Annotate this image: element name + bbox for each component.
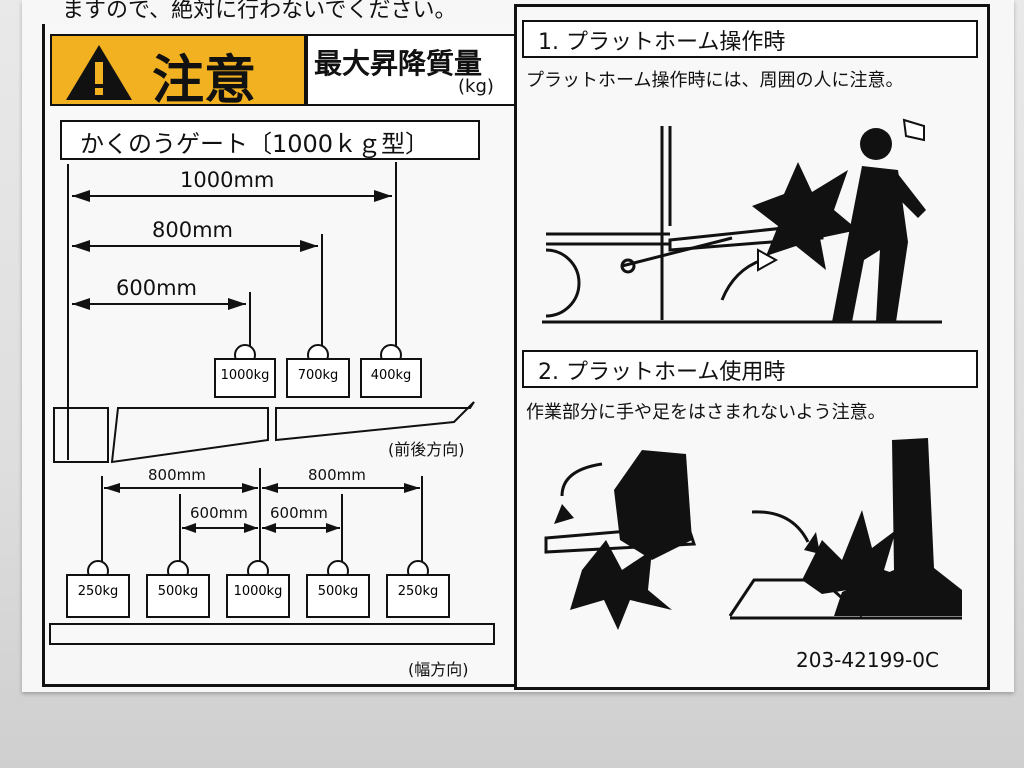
impact-burst-icon — [752, 162, 858, 270]
direction-width: (幅方向) — [408, 660, 469, 679]
max-lift-unit: (kg) — [458, 76, 494, 97]
section1-heading: 1. プラットホーム操作時 — [538, 30, 786, 55]
weight-1000kg-center: 1000kg — [226, 560, 290, 618]
dim-600: 600mm — [116, 276, 197, 300]
dim-width-600-right: 600mm — [270, 504, 328, 522]
dim-1000: 1000mm — [180, 168, 275, 192]
top-text: ますので、絶対に行わないでください。 — [62, 0, 457, 23]
weight-1000kg: 1000kg — [214, 344, 276, 398]
dim-width-600-left: 600mm — [190, 504, 248, 522]
pinch-illustration — [544, 438, 962, 630]
gate-title-box — [60, 120, 480, 160]
dim-width-800-right: 800mm — [308, 466, 366, 484]
operation-illustration — [542, 118, 942, 324]
part-number: 203-42199-0C — [796, 648, 939, 672]
caution-title: 注意 — [152, 51, 257, 111]
weight-700kg: 700kg — [286, 344, 350, 398]
crushed-hand-icon — [570, 450, 692, 630]
width-dimension-diagram — [49, 468, 495, 645]
section2-heading-box — [522, 350, 978, 388]
weight-500kg-right: 500kg — [306, 560, 370, 618]
dim-800: 800mm — [152, 218, 233, 242]
weight-250kg-right: 250kg — [386, 560, 450, 618]
section1-text: プラットホーム操作時には、周囲の人に注意。 — [526, 70, 904, 91]
section2-text: 作業部分に手や足をはさまれないよう注意。 — [526, 402, 886, 423]
section1-heading-box — [522, 20, 978, 58]
max-lift-box — [306, 34, 516, 106]
weight-400kg: 400kg — [360, 344, 422, 398]
section2-heading: 2. プラットホーム使用時 — [538, 360, 786, 385]
dim-width-800-left: 800mm — [148, 466, 206, 484]
warning-sticker: ますので、絶対に行わないでください。 注意 最大昇降質量 (kg) かくのうゲー… — [22, 0, 1014, 692]
weight-250kg-left: 250kg — [66, 560, 130, 618]
hat-icon — [902, 118, 925, 142]
direction-length: (前後方向) — [388, 440, 465, 459]
crushed-foot-icon — [802, 438, 962, 616]
max-lift-label: 最大昇降質量 — [314, 47, 483, 80]
gate-title: かくのうゲート〔1000ｋｇ型〕 — [80, 130, 430, 158]
warning-triangle-icon — [66, 45, 132, 100]
falling-person-icon — [832, 128, 926, 322]
length-dimension-diagram — [53, 162, 475, 464]
caution-banner: 注意 — [50, 34, 306, 111]
weight-500kg-left: 500kg — [146, 560, 210, 618]
